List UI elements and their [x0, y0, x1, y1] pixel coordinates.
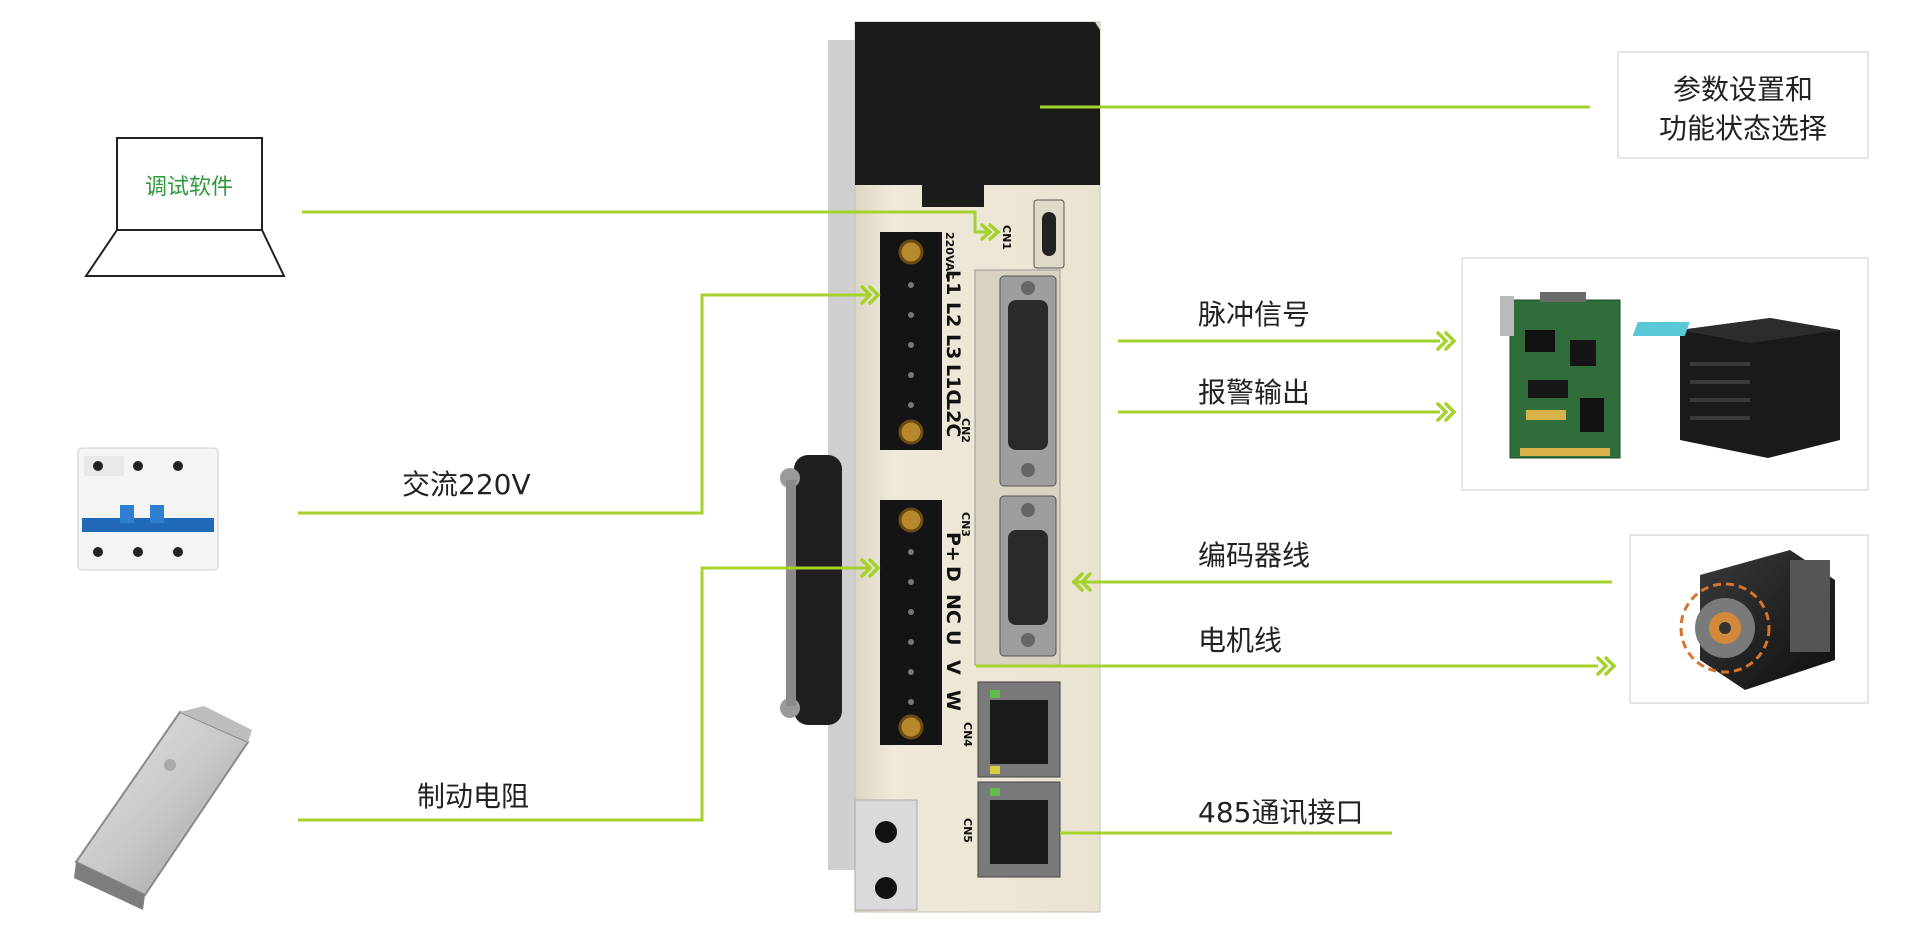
cn2-label: CN2 — [959, 418, 972, 443]
cn5-rj45-port — [977, 781, 1061, 878]
mounting-foot — [854, 799, 918, 911]
power-terminal-block — [880, 232, 942, 450]
encoder-arrow-icon — [1071, 572, 1092, 592]
arrowheads — [860, 223, 1617, 676]
motor-label: 电机线 — [1198, 624, 1282, 657]
terminal-label-w: W — [942, 690, 964, 711]
brake-line — [298, 566, 870, 822]
software-label: 调试软件 — [145, 175, 233, 200]
terminal-label-l2: L2 — [942, 302, 964, 327]
cn1-label: CN1 — [1000, 225, 1013, 250]
cn4-rj45-port — [977, 681, 1061, 778]
power-line — [298, 293, 870, 515]
cn4-label: CN4 — [961, 722, 974, 747]
controller-box — [1461, 257, 1869, 491]
power-terminal-labels: L1 L2 L3 L1C L2C — [942, 270, 964, 437]
terminal-label-d: D — [942, 566, 964, 582]
terminal-label-l3: L3 — [942, 334, 964, 359]
cn1-usb-port — [1033, 199, 1065, 269]
terminal-label-l1: L1 — [942, 270, 964, 295]
motor-terminal-labels: P+ D NC U V W — [942, 532, 964, 711]
power-arrow-icon — [860, 285, 881, 305]
alarm-arrow-icon — [1436, 402, 1457, 422]
servo-drive: CN1 220VAC — [780, 21, 1101, 913]
vac-label: 220VAC — [943, 232, 956, 279]
plc-icon — [1632, 318, 1840, 458]
motor-arrow-icon — [1596, 656, 1617, 676]
brake-arrow-icon — [860, 558, 881, 578]
encoder-label: 编码器线 — [1198, 539, 1310, 572]
wiring-lines — [298, 105, 1612, 835]
terminal-label-l2c: L2C — [942, 398, 964, 437]
servo-motor-icon — [1679, 550, 1835, 690]
params-label-line2: 功能状态选择 — [1659, 112, 1827, 145]
laptop-icon: 调试软件 — [84, 137, 286, 277]
params-box: 参数设置和 功能状态选择 — [1617, 51, 1869, 159]
motor-box — [1629, 534, 1869, 704]
cn2-cn3-connector-panel — [974, 269, 1061, 666]
brake-resistor-icon — [74, 706, 252, 910]
motion-control-card-icon — [1500, 292, 1621, 459]
power-label: 交流220V — [402, 468, 531, 501]
software-line — [302, 210, 990, 234]
cn5-label: CN5 — [961, 818, 974, 843]
software-arrow-icon — [980, 223, 1001, 241]
rs485-label: 485通讯接口 — [1198, 796, 1363, 829]
cooling-fan-icon — [780, 455, 842, 725]
circuit-breaker-icon — [77, 447, 219, 571]
motor-terminal-block — [880, 500, 942, 745]
terminal-label-nc: NC — [942, 594, 964, 624]
pulse-label: 脉冲信号 — [1198, 298, 1310, 331]
terminal-label-l1c: L1C — [942, 364, 964, 403]
cn3-label: CN3 — [959, 512, 972, 537]
brake-resistor-label: 制动电阻 — [417, 780, 529, 813]
params-label-line1: 参数设置和 — [1673, 73, 1813, 106]
terminal-label-u: U — [942, 630, 964, 645]
pulse-arrow-icon — [1436, 331, 1457, 351]
terminal-label-v: V — [942, 660, 964, 675]
keypad-panel — [855, 22, 1100, 207]
terminal-label-p-plus: P+ — [942, 532, 964, 562]
alarm-label: 报警输出 — [1198, 376, 1310, 409]
